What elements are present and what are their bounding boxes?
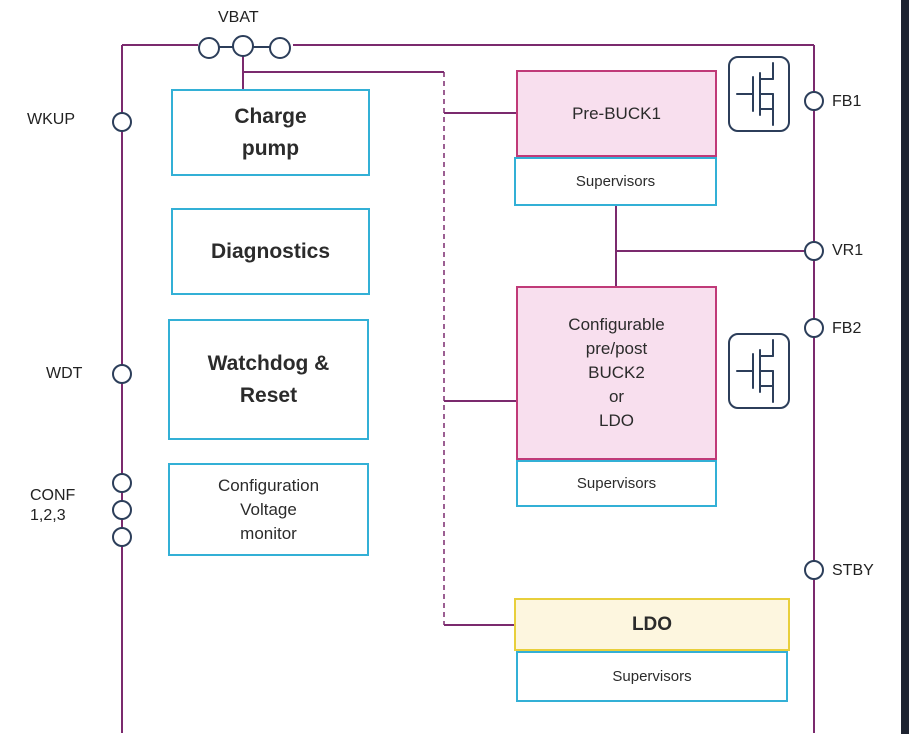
supervisors-block-3: Supervisors	[516, 651, 788, 702]
wkup-label: WKUP	[27, 111, 75, 128]
stby-pin	[804, 560, 824, 580]
configuration-voltage-monitor-block: Configuration Voltage monitor	[168, 463, 369, 556]
conf-pin-3	[112, 527, 132, 547]
window-edge-bar	[901, 0, 909, 734]
vbat-pin-2	[232, 35, 254, 57]
diagnostics-block: Diagnostics	[171, 208, 370, 295]
fb1-pin	[804, 91, 824, 111]
ldo-block: LDO	[514, 598, 790, 651]
vbat-pin-1	[198, 37, 220, 59]
vr1-pin	[804, 241, 824, 261]
pre-buck1-block: Pre-BUCK1	[516, 70, 717, 157]
mosfet-switch-icon	[728, 56, 790, 132]
vbat-label: VBAT	[218, 9, 259, 26]
vr1-label: VR1	[832, 242, 864, 259]
fb2-label: FB2	[832, 320, 862, 337]
fb2-pin	[804, 318, 824, 338]
mosfet-switch-icon	[728, 333, 790, 409]
supervisors-block-2: Supervisors	[516, 460, 717, 507]
conf-label: CONF 1,2,3	[30, 487, 76, 524]
vbat-pin-3	[269, 37, 291, 59]
wkup-pin	[112, 112, 132, 132]
conf-pin-1	[112, 473, 132, 493]
fb1-label: FB1	[832, 93, 862, 110]
supervisors-block-1: Supervisors	[514, 157, 717, 206]
watchdog-reset-block: Watchdog & Reset	[168, 319, 369, 440]
conf-pin-2	[112, 500, 132, 520]
stby-label: STBY	[832, 562, 874, 579]
wdt-label: WDT	[46, 365, 83, 382]
charge-pump-block: Charge pump	[171, 89, 370, 176]
buck2-ldo-block: Configurable pre/post BUCK2 or LDO	[516, 286, 717, 460]
wdt-pin	[112, 364, 132, 384]
